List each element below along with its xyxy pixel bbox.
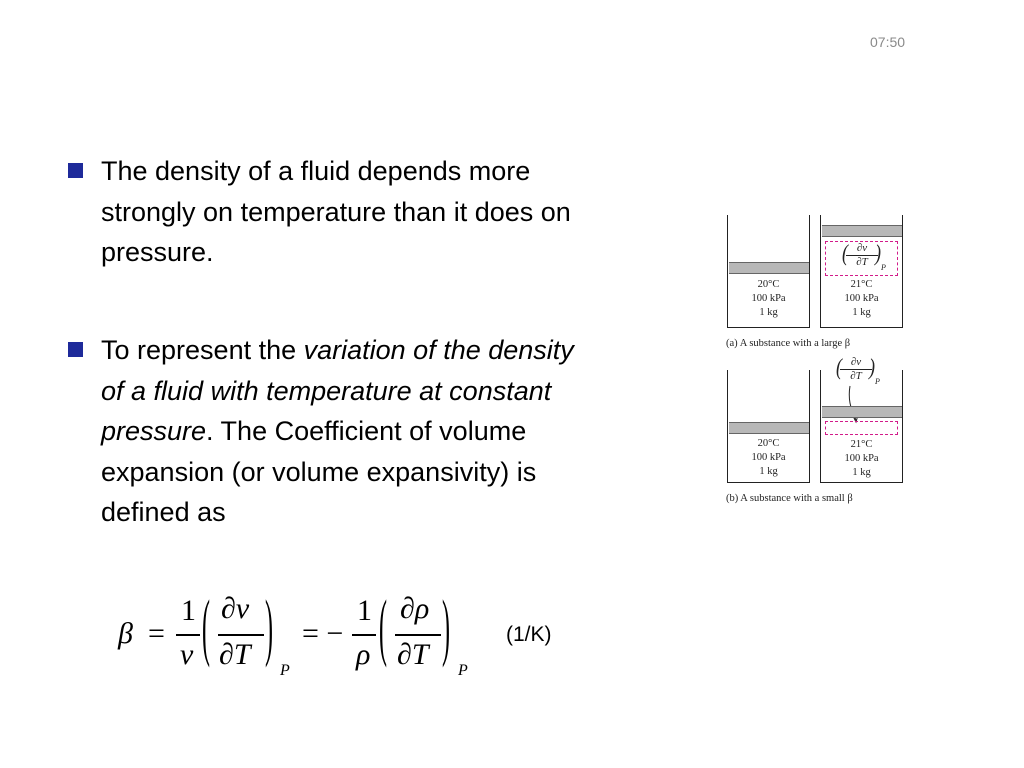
state-a-left: 20°C 100 kPa 1 kg: [727, 278, 810, 320]
state-temperature: 21°C: [850, 279, 873, 290]
derivative-denominator: ∂T: [850, 370, 862, 382]
bullet-text: The density of a fluid depends more stro…: [101, 156, 571, 267]
volume-expansivity-formula: β = 1 v ( ∂v ∂T ) P = − 1 ρ ( ∂ρ ∂T ) P: [118, 586, 498, 686]
formula-fraction-bar: [218, 634, 264, 636]
bullet-text: To represent the variation of the densit…: [101, 330, 581, 533]
formula-dT: ∂T: [397, 638, 429, 671]
derivative-left-paren: (: [836, 353, 842, 380]
formula-subscript-p: P: [280, 662, 290, 679]
formula-rho-denominator: ρ: [356, 638, 371, 671]
formula-left-paren: (: [202, 586, 210, 669]
state-pressure: 100 kPa: [844, 453, 879, 464]
state-temperature: 20°C: [757, 279, 780, 290]
formula-fraction-bar: [176, 634, 200, 636]
state-temperature: 21°C: [850, 439, 873, 450]
derivative-subscript: P: [875, 377, 880, 386]
formula-equals: =: [148, 617, 165, 650]
cylinder-b-left: [727, 370, 810, 483]
expansion-region-small: [825, 421, 898, 435]
state-pressure: 100 kPa: [751, 452, 786, 463]
state-mass: 1 kg: [852, 467, 871, 478]
cylinder-a-right: [820, 215, 903, 328]
state-pressure: 100 kPa: [844, 293, 879, 304]
formula-beta: β: [118, 617, 133, 650]
derivative-right-paren: ): [869, 353, 875, 380]
formula-right-paren: ): [442, 586, 450, 669]
state-a-right: 21°C 100 kPa 1 kg: [820, 278, 903, 320]
derivative-left-paren: (: [842, 239, 848, 266]
derivative-right-paren: ): [875, 239, 881, 266]
cylinder-b-right: [820, 370, 903, 483]
caption-a: (a) A substance with a large β: [726, 338, 851, 349]
state-mass: 1 kg: [759, 466, 778, 477]
formula-dT: ∂T: [219, 638, 251, 671]
formula-subscript-p: P: [458, 662, 468, 679]
derivative-denominator: ∂T: [856, 256, 868, 268]
bullet-text-prefix: To represent the: [101, 335, 304, 365]
formula-fraction-bar: [395, 634, 441, 636]
bullet-text-suffix: . The Coefficient of volume expansion (o…: [101, 416, 537, 527]
formula-right-paren: ): [265, 586, 273, 669]
formula-fraction-bar: [352, 634, 376, 636]
piston-a-right: [821, 225, 902, 237]
bullet-square-icon: [68, 342, 83, 357]
piston-b-left: [728, 422, 809, 434]
caption-b: (b) A substance with a small β: [726, 493, 853, 504]
state-temperature: 20°C: [757, 438, 780, 449]
derivative-numerator: ∂v: [846, 242, 878, 256]
derivative-subscript: P: [881, 263, 886, 272]
derivative-numerator: ∂v: [840, 356, 872, 370]
state-b-left: 20°C 100 kPa 1 kg: [727, 437, 810, 479]
formula-v-denominator: v: [180, 638, 194, 671]
piston-a-left: [728, 262, 809, 274]
formula-dv: ∂v: [221, 592, 250, 625]
bullet-square-icon: [68, 163, 83, 178]
derivative-label-b: ∂v ∂T: [840, 356, 872, 383]
formula-drho: ∂ρ: [400, 592, 430, 625]
formula-equals-minus: = −: [302, 617, 344, 650]
derivative-label-a: ∂v ∂T: [846, 242, 878, 269]
piston-b-right: [821, 406, 902, 418]
expansion-region-large: [825, 241, 898, 276]
slide-time: 07:50: [870, 34, 906, 50]
bullet-text-italic: variation of the density of a fluid with…: [101, 335, 574, 446]
expansion-diagram: 20°C 100 kPa 1 kg ∂v ∂T ( ) P 21°C 100 k…: [722, 210, 912, 515]
state-pressure: 100 kPa: [751, 293, 786, 304]
formula-one-numerator: 1: [181, 594, 196, 627]
state-b-right: 21°C 100 kPa 1 kg: [820, 438, 903, 480]
formula-left-paren: (: [379, 586, 387, 669]
state-mass: 1 kg: [852, 307, 871, 318]
cylinder-a-left: [727, 215, 810, 328]
state-mass: 1 kg: [759, 307, 778, 318]
formula-one-numerator: 1: [357, 594, 372, 627]
formula-unit: (1/K): [506, 623, 552, 646]
